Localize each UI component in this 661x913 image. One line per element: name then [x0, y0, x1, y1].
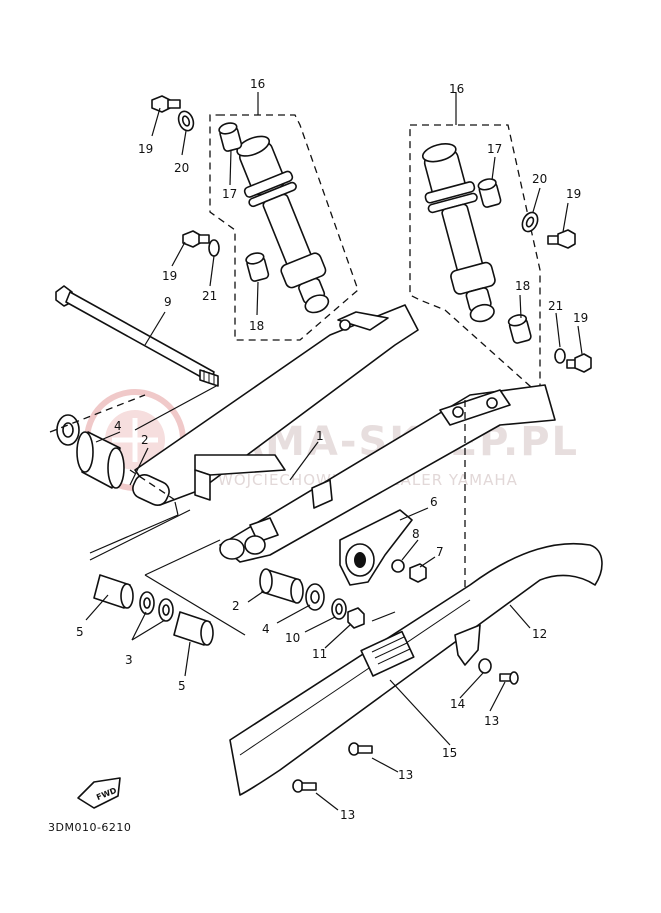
collar-2-lower: [259, 568, 304, 604]
bush-5-left: [93, 574, 134, 609]
screw-13-b: [348, 742, 373, 756]
callout-18-left: 18: [249, 319, 264, 333]
nut-11: [347, 607, 365, 629]
shock-absorber-right: [409, 124, 541, 397]
callout-13-a: 13: [484, 714, 499, 728]
washer-10: [331, 598, 347, 620]
diagram-code: 3DM010-6210: [48, 821, 131, 834]
fwd-arrow-icon: FWD: [77, 777, 121, 809]
callout-3: 3: [125, 653, 133, 667]
washer-14: [478, 658, 492, 674]
screw-13-c: [292, 779, 317, 793]
callout-10: 10: [285, 631, 300, 645]
thrust-washer-3-a: [139, 591, 155, 615]
washer-left-top: [177, 110, 195, 132]
callout-6: 6: [430, 495, 438, 509]
callout-12: 12: [532, 627, 547, 641]
bolt-left-top: [151, 95, 181, 113]
callout-14: 14: [450, 697, 465, 711]
washer-8: [391, 559, 405, 573]
callout-7: 7: [436, 545, 444, 559]
collar-2-upper: [76, 431, 125, 489]
callout-4-upper: 4: [114, 419, 122, 433]
callout-19-left-top: 19: [138, 142, 153, 156]
callout-19-left-mid: 19: [162, 269, 177, 283]
callout-1: 1: [316, 429, 324, 443]
callout-2-lower: 2: [232, 599, 240, 613]
callout-18-right: 18: [515, 279, 530, 293]
callout-15: 15: [442, 746, 457, 760]
washer-right-top: [521, 211, 539, 233]
pivot-shaft: [55, 285, 219, 387]
washer-left-mid: [208, 239, 220, 257]
callout-5-right: 5: [178, 679, 186, 693]
swingarm: [132, 304, 556, 563]
washer-right-bottom: [554, 348, 566, 364]
callout-2-upper: 2: [141, 433, 149, 447]
callout-17-right: 17: [487, 142, 502, 156]
callout-13-c: 13: [340, 808, 355, 822]
callout-21-right: 21: [548, 299, 563, 313]
callout-17-left: 17: [222, 187, 237, 201]
chain-case: [229, 542, 603, 796]
leader-lines: [85, 92, 583, 811]
callout-9: 9: [164, 295, 172, 309]
screw-13-a: [499, 671, 519, 685]
washer-4-lower: [305, 583, 325, 611]
callout-4-lower: 4: [262, 622, 270, 636]
bolt-7: [409, 563, 427, 583]
callout-13-b: 13: [398, 768, 413, 782]
shock-absorber-left: [209, 114, 359, 341]
callout-21-left: 21: [202, 289, 217, 303]
chain-guide: [339, 509, 413, 586]
callout-numbers: 16 16 19 20 17 19 21 18 9 17 20 19 18 21…: [76, 77, 588, 822]
callout-11: 11: [312, 647, 327, 661]
bolt-right-bottom: [566, 353, 592, 373]
thrust-washer-3-b: [158, 598, 174, 622]
callout-20-right: 20: [532, 172, 547, 186]
callout-16-left: 16: [250, 77, 265, 91]
bolt-left-mid: [182, 230, 210, 248]
bolt-right-top: [547, 229, 576, 249]
callout-20-left: 20: [174, 161, 189, 175]
callout-16-right: 16: [449, 82, 464, 96]
callout-5-left: 5: [76, 625, 84, 639]
callout-8: 8: [412, 527, 420, 541]
washer-4-upper: [56, 414, 80, 446]
callout-19-right-bottom: 19: [573, 311, 588, 325]
bush-5-right: [173, 611, 214, 646]
callout-19-right-top: 19: [566, 187, 581, 201]
